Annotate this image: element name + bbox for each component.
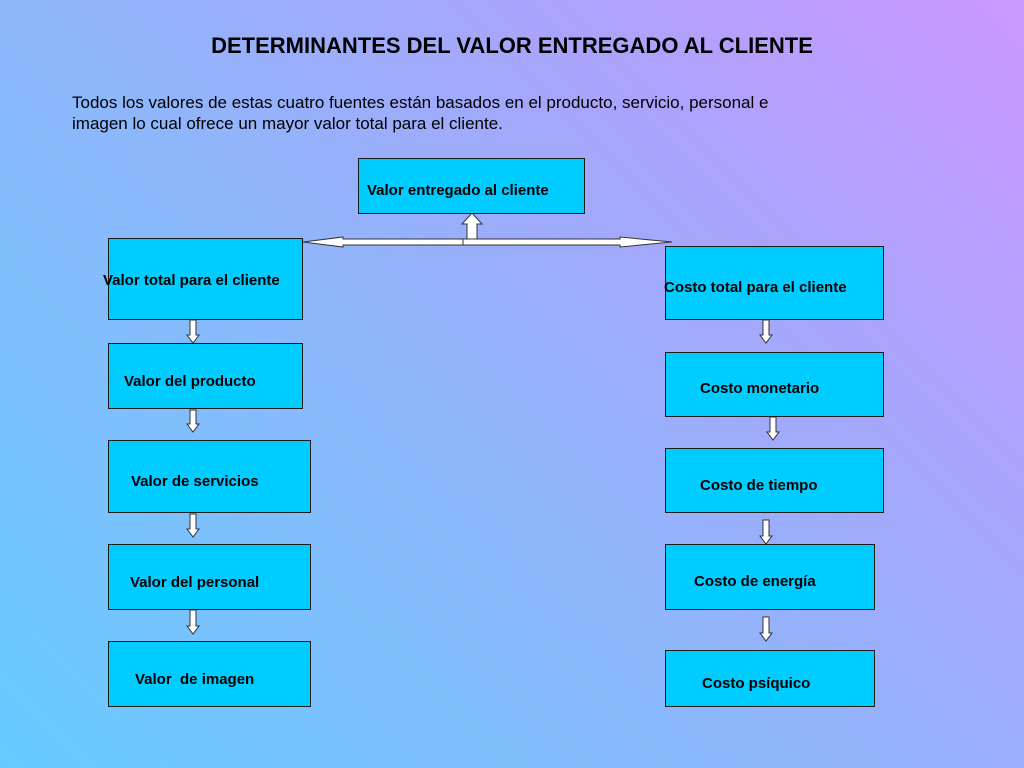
arrow-down-value-1 xyxy=(186,319,200,344)
root-label: Valor entregado al cliente xyxy=(367,182,549,199)
root-box: Valor entregado al cliente xyxy=(358,158,585,214)
intro-text: Todos los valores de estas cuatro fuente… xyxy=(72,92,922,134)
value-item-label-4: Valor de imagen xyxy=(135,671,255,688)
value-item-label-1: Valor del producto xyxy=(124,373,256,390)
cost-total-label: Costo total para el cliente xyxy=(664,279,847,296)
arrow-right-to-cost-total xyxy=(462,236,673,248)
arrow-down-value-4 xyxy=(186,609,200,635)
cost-item-box-3: Costo de energía xyxy=(665,544,875,610)
value-total-label: Valor total para el cliente xyxy=(103,272,280,289)
value-item-box-1: Valor del producto xyxy=(108,343,303,409)
cost-item-box-1: Costo monetario xyxy=(665,352,884,417)
intro-line-2: imagen lo cual ofrece un mayor valor tot… xyxy=(72,114,503,133)
value-item-label-3: Valor del personal xyxy=(130,574,260,591)
cost-item-label-1: Costo monetario xyxy=(700,380,820,397)
arrow-down-value-2 xyxy=(186,409,200,433)
arrow-down-cost-3 xyxy=(759,519,773,545)
arrow-down-value-3 xyxy=(186,513,200,538)
cost-item-box-4: Costo psíquico xyxy=(665,650,875,707)
value-item-box-4: Valor de imagen xyxy=(108,641,311,707)
value-item-box-2: Valor de servicios xyxy=(108,440,311,513)
cost-item-label-2: Costo de tiempo xyxy=(700,477,818,494)
arrow-up-to-root xyxy=(460,212,484,240)
value-total-box: Valor total para el cliente xyxy=(103,238,303,320)
cost-item-label-3: Costo de energía xyxy=(694,573,816,590)
arrow-down-cost-1 xyxy=(759,319,773,344)
arrow-left-to-value-total xyxy=(302,236,464,248)
value-item-label-2: Valor de servicios xyxy=(131,473,259,490)
intro-line-1: Todos los valores de estas cuatro fuente… xyxy=(72,93,769,112)
cost-item-label-4: Costo psíquico xyxy=(702,675,811,692)
cost-item-box-2: Costo de tiempo xyxy=(665,448,884,513)
value-item-box-3: Valor del personal xyxy=(108,544,311,610)
arrow-down-cost-2 xyxy=(766,416,780,441)
page-title: DETERMINANTES DEL VALOR ENTREGADO AL CLI… xyxy=(211,33,813,58)
arrow-down-cost-4 xyxy=(759,616,773,642)
cost-total-box: Costo total para el cliente xyxy=(664,246,884,320)
